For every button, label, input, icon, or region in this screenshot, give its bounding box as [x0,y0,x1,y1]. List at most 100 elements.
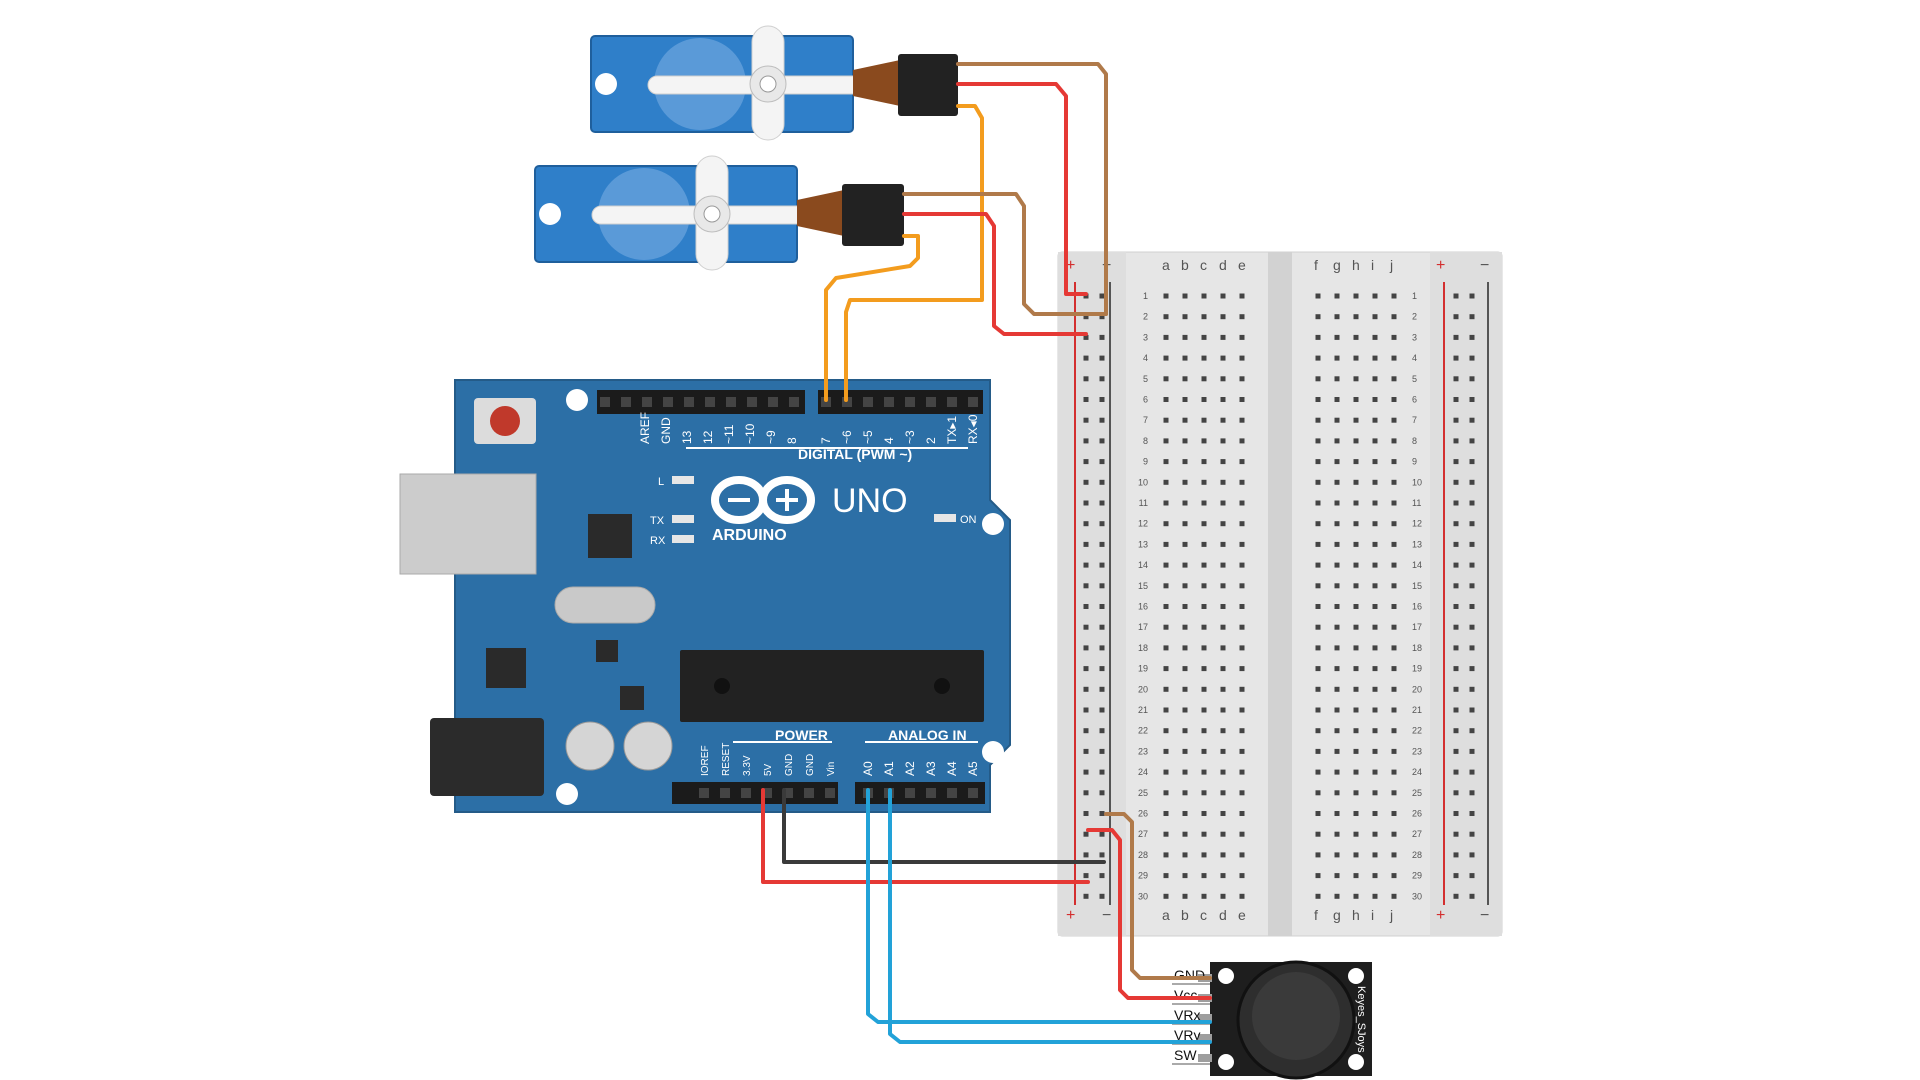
analog-pin-label: A3 [924,761,938,776]
breadboard-row-number: 1 [1143,291,1148,301]
wire-gnd [782,788,1106,864]
analog-pin-label: A1 [882,761,896,776]
breadboard-column-label: d [1219,257,1227,273]
led-label-rx: RX [650,535,666,547]
breadboard-row-number: 7 [1412,415,1417,425]
servo-motor-icon [647,25,889,141]
breadboard-column-label: e [1238,257,1246,273]
breadboard-row-number: 20 [1412,684,1422,694]
power-pin-label: GND [805,754,816,776]
breadboard-column-label: j [1389,907,1393,923]
rail-minus-label: − [1480,907,1489,924]
wire-joystick-vcc [1086,828,1212,1000]
analog-pin-label: A5 [966,761,980,776]
breadboard-row-number: 26 [1412,809,1422,819]
digital-pin-label: ~5 [861,430,875,444]
wire-servo2-vcc [902,212,1088,336]
breadboard-row-number: 29 [1138,871,1148,881]
digital-pin-label: 2 [924,437,938,444]
joystick-knob-icon [1236,960,1356,1080]
power-header [672,782,838,804]
breadboard-column-label: b [1181,907,1189,923]
breadboard-row-number: 28 [1412,850,1422,860]
wire-servo1-vcc [956,82,1088,296]
rail-plus-label: + [1436,907,1445,924]
breadboard-column-label: c [1200,907,1207,923]
wire-vrx [866,788,1212,1024]
breadboard-row-number: 2 [1143,312,1148,322]
breadboard-row-number: 14 [1138,560,1148,570]
breadboard-row-number: 10 [1138,477,1148,487]
breadboard-column-label: j [1389,257,1393,273]
breadboard-row-number: 13 [1138,539,1148,549]
wire-vry [888,788,1212,1044]
digital-pin-label: GND [659,417,673,444]
breadboard-row-number: 16 [1412,602,1422,612]
breadboard-row-number: 4 [1143,353,1148,363]
power-pin-label: IOREF [700,745,711,776]
breadboard-row-number: 3 [1412,332,1417,342]
analog-header [855,782,985,804]
breadboard-column-label: g [1333,257,1341,273]
breadboard-row-number: 27 [1138,829,1148,839]
breadboard-row-number: 2 [1412,312,1417,322]
analog-pin-label: A4 [945,761,959,776]
power-pin-label: Vin [826,762,837,776]
breadboard-row-number: 15 [1138,581,1148,591]
on-label: ON [960,514,977,526]
analog-pin-label: A0 [861,761,875,776]
breadboard-column-label: f [1314,907,1318,923]
wire-servo1-gnd [956,62,1108,316]
breadboard-row-number: 8 [1412,436,1417,446]
breadboard-row-number: 14 [1412,560,1422,570]
digital-pin-label: AREF [638,412,652,444]
breadboard-row-number: 17 [1412,622,1422,632]
rail-plus-label: + [1066,907,1075,924]
breadboard-column-label: h [1352,907,1360,923]
wire-joystick-gnd [1104,812,1212,980]
power-pin-label: RESET [721,743,732,776]
digital-pin-label: 13 [680,430,694,444]
breadboard-row-number: 8 [1143,436,1148,446]
breadboard-row-number: 1 [1412,291,1417,301]
servo-1-connector [898,54,958,116]
crystal-oscillator [554,586,656,624]
joystick-pin-label: VRy [1174,1027,1200,1043]
digital-pin-label: 7 [819,437,833,444]
rail-plus-label: + [1436,257,1445,274]
breadboard-row-number: 25 [1138,788,1148,798]
breadboard-row-number: 12 [1412,519,1422,529]
digital-pin-label: RX◂0 [966,414,980,444]
digital-pin-label: 8 [785,437,799,444]
servo-motor-2 [534,155,904,271]
breadboard-row-number: 6 [1412,395,1417,405]
usb-connector [399,473,537,575]
digital-pin-label: 12 [701,430,715,444]
breadboard-row-number: 12 [1138,519,1148,529]
power-pin-label: GND [784,754,795,776]
joystick-pin-label: SW [1174,1047,1197,1063]
joystick-name: Keyes_SJoys [1355,986,1367,1053]
breadboard-column-label: a [1162,257,1170,273]
breadboard-row-number: 26 [1138,809,1148,819]
wire-servo1-signal [844,104,984,402]
servo-motor-1 [590,25,958,141]
breadboard-row-number: 9 [1143,457,1148,467]
digital-pin-label: 4 [882,437,896,444]
power-jack [430,718,544,796]
breadboard-row-number: 21 [1138,705,1148,715]
breadboard-column-label: d [1219,907,1227,923]
breadboard-row-number: 18 [1412,643,1422,653]
breadboard-row-number: 5 [1143,374,1148,384]
digital-pin-label: ~10 [743,423,757,444]
joystick-pin-label: GND [1174,967,1205,983]
joystick-pin-label: VRx [1174,1007,1200,1023]
breadboard-column-label: c [1200,257,1207,273]
breadboard-row-number: 24 [1412,767,1422,777]
breadboard-row-number: 17 [1138,622,1148,632]
breadboard-row-number: 25 [1412,788,1422,798]
